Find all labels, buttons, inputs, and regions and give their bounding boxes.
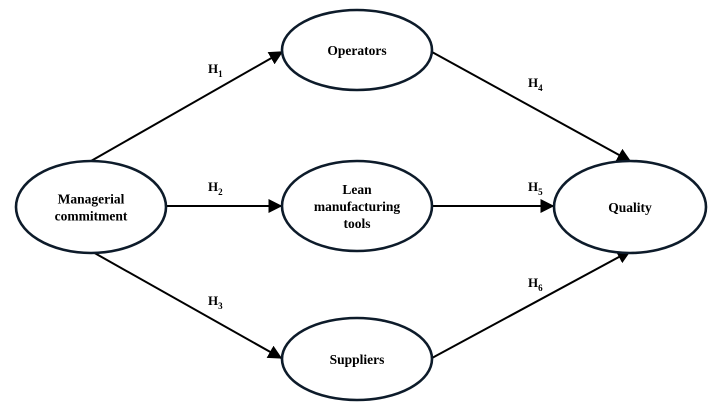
node-label-managerial-line-2: commitment — [55, 209, 128, 224]
node-suppliers: Suppliers — [280, 316, 434, 402]
node-ellipse-quality — [552, 159, 708, 255]
hypothesis-letter: H — [528, 75, 538, 90]
node-label-lean-line-2: manufacturing — [314, 199, 401, 214]
hypothesis-number: 5 — [538, 187, 543, 197]
hypothesis-letter: H — [208, 61, 218, 76]
hypothesis-label-h3: H3 — [208, 293, 223, 311]
hypothesis-label-h1: H1 — [208, 61, 223, 79]
node-ellipse-suppliers — [280, 316, 434, 402]
hypothesis-number: 1 — [218, 69, 223, 79]
hypothesis-label-h6: H6 — [528, 275, 543, 293]
edge-arrow-managerial-to-suppliers — [90, 250, 283, 359]
hypothesis-letter: H — [208, 293, 218, 308]
hypothesis-label-h4: H4 — [528, 75, 543, 93]
node-quality: Quality — [552, 159, 708, 255]
node-ellipse-operators — [280, 8, 434, 92]
hypothesis-letter: H — [528, 275, 538, 290]
node-label-lean-line-1: Lean — [342, 182, 372, 197]
node-label-managerial-line-1: Managerial — [58, 192, 125, 207]
hypothesis-number: 2 — [218, 187, 223, 197]
hypothesis-letter: H — [208, 179, 218, 194]
hypothesis-number: 6 — [538, 283, 543, 293]
node-operators: Operators — [280, 8, 434, 92]
hypothesis-label-h5: H5 — [528, 179, 543, 197]
edge-arrow-operators-to-quality — [431, 51, 632, 162]
edge-arrow-suppliers-to-quality — [431, 250, 632, 359]
edge-arrow-managerial-to-operators — [90, 51, 284, 162]
node-label-lean-line-3: tools — [344, 216, 371, 231]
hypothesis-label-h2: H2 — [208, 179, 223, 197]
node-label-suppliers-line-1: Suppliers — [330, 352, 385, 367]
node-ellipse-lean — [280, 159, 434, 253]
hypothesis-number: 4 — [538, 83, 543, 93]
node-label-operators-line-1: Operators — [327, 43, 386, 58]
node-managerial: Managerial commitment — [14, 159, 168, 255]
node-label-quality-line-1: Quality — [608, 200, 652, 215]
hypothesis-letter: H — [528, 179, 538, 194]
node-ellipse-managerial — [14, 159, 168, 255]
node-lean: Lean manufacturing tools — [280, 159, 434, 253]
edges — [90, 51, 632, 359]
hypothesis-number: 3 — [218, 301, 223, 311]
